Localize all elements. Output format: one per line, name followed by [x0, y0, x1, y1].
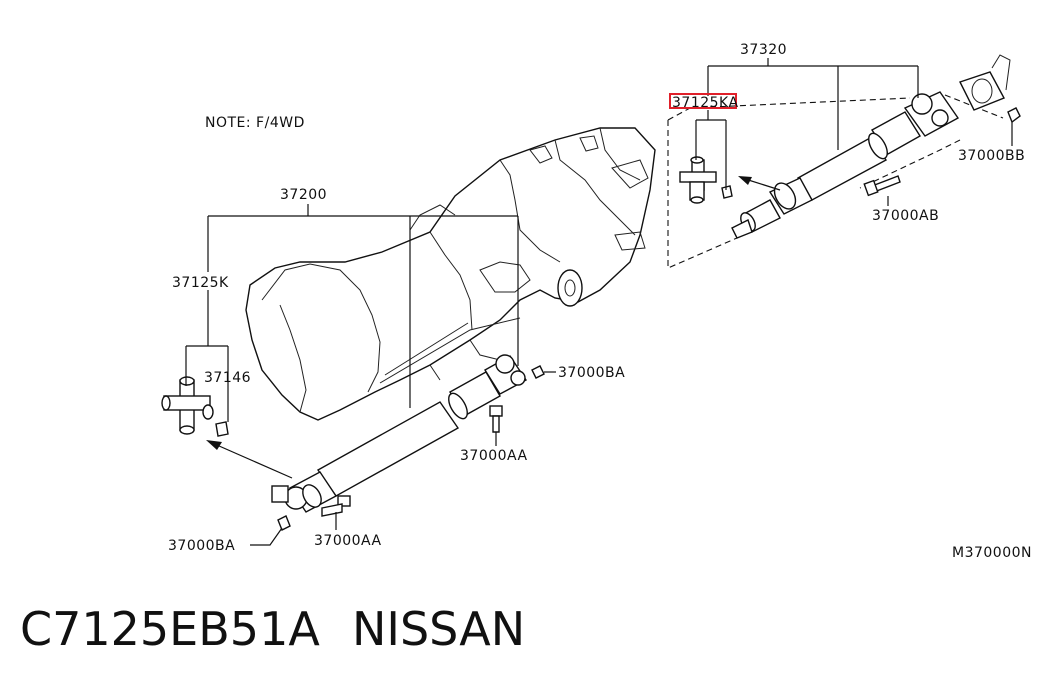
label-37200: 37200: [280, 187, 327, 203]
label-37000AA-end: 37000AA: [314, 533, 382, 549]
front-bolt-mid: [489, 405, 503, 433]
transmission-housing: [245, 127, 656, 421]
rear-nut-37000BB: [1007, 107, 1021, 124]
front-bolt-end: [321, 495, 351, 517]
label-37000BA-mid: 37000BA: [558, 365, 625, 381]
label-37125K: 37125K: [172, 275, 229, 291]
rear-shaft-dashed-box: [667, 94, 1004, 269]
label-37125KA[interactable]: 37125KA: [672, 95, 739, 111]
label-37000BA-end: 37000BA: [168, 538, 235, 554]
front-universal-joint: [161, 376, 229, 437]
brand-caption: NISSAN: [352, 602, 525, 656]
rear-bolt-37000AB: [863, 175, 901, 197]
label-37000AA-mid: 37000AA: [460, 448, 528, 464]
label-37000BB: 37000BB: [958, 148, 1025, 164]
front-propeller-shaft: [271, 354, 528, 513]
diagram-code: M370000N: [952, 545, 1032, 561]
label-37146: 37146: [204, 370, 251, 386]
front-nut-mid: [531, 365, 545, 379]
front-nut-end: [277, 515, 291, 531]
rear-propeller-shaft: [731, 54, 1011, 239]
rear-arrow: [738, 176, 781, 191]
highlight-box[interactable]: [669, 93, 737, 109]
note-text: NOTE: F/4WD: [205, 115, 305, 131]
part-number-caption: C7125EB51A: [20, 602, 320, 656]
label-37320: 37320: [740, 42, 787, 58]
leader-lines: [185, 58, 1013, 546]
rear-universal-joint: [679, 156, 733, 204]
label-37000AB: 37000AB: [872, 208, 939, 224]
front-arrow: [206, 440, 293, 479]
